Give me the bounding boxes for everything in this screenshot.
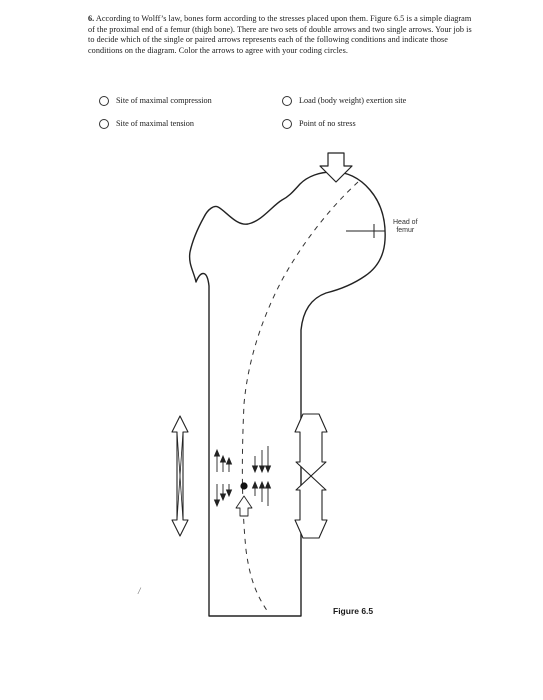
coding-circle-no-stress[interactable] xyxy=(282,119,292,129)
load-arrow[interactable] xyxy=(319,152,353,183)
figure-caption: Figure 6.5 xyxy=(333,606,374,616)
legend-item-compression: Site of maximal compression xyxy=(99,95,212,107)
legend-item-load: Load (body weight) exertion site xyxy=(282,95,406,107)
head-of-femur-label: Head of femur xyxy=(393,219,418,235)
coding-circle-tension[interactable] xyxy=(99,119,109,129)
coding-circle-compression[interactable] xyxy=(99,96,109,106)
left-double-arrow[interactable] xyxy=(171,415,189,537)
femur-outline xyxy=(188,171,386,617)
question-body: According to Wolff’s law, bones form acc… xyxy=(88,14,472,55)
center-arrow-set-bottom[interactable] xyxy=(213,480,272,508)
legend-item-no-stress: Point of no stress xyxy=(282,118,356,130)
head-label-line2: femur xyxy=(396,227,415,234)
legend-label-no-stress: Point of no stress xyxy=(299,119,356,128)
legend-label-tension: Site of maximal tension xyxy=(116,119,194,128)
legend-label-compression: Site of maximal compression xyxy=(116,96,212,105)
center-hollow-arrow[interactable] xyxy=(235,495,253,517)
question-number: 6. xyxy=(88,14,95,23)
legend-label-load: Load (body weight) exertion site xyxy=(299,96,407,105)
legend-item-tension: Site of maximal tension xyxy=(99,118,194,130)
right-double-arrow[interactable] xyxy=(294,413,328,539)
coding-circle-load[interactable] xyxy=(282,96,292,106)
neutral-axis-dashed-line xyxy=(241,181,359,613)
question-text: 6. According to Wolff’s law, bones form … xyxy=(88,14,480,56)
center-arrow-set-top[interactable] xyxy=(213,446,272,474)
head-label-line1: Head of xyxy=(393,219,418,226)
center-point-no-stress[interactable] xyxy=(240,482,248,490)
stray-pencil-mark: / xyxy=(138,586,141,596)
